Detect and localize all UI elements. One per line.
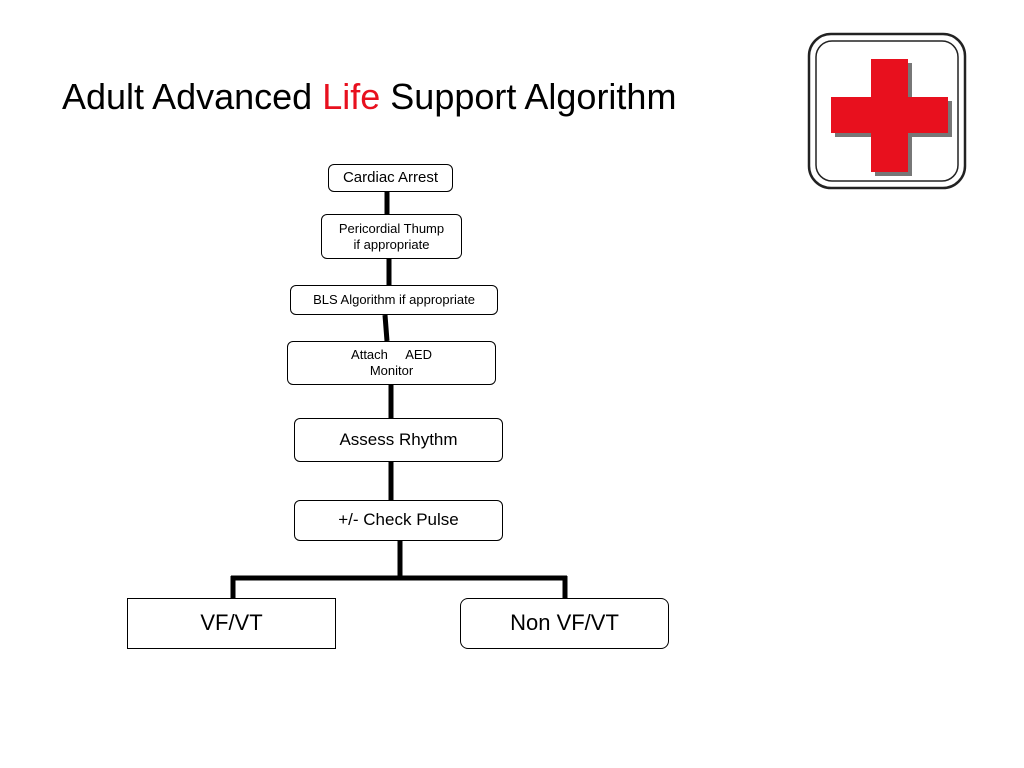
assess-rhythm-label: Assess Rhythm xyxy=(339,429,458,449)
slide-title: Adult Advanced Life Support Algorithm xyxy=(62,74,676,120)
non-vf-vt-label: Non VF/VT xyxy=(510,610,619,636)
attach-monitor-box: Attach AED Monitor xyxy=(287,341,496,385)
title-accent: Life xyxy=(322,76,381,117)
cardiac-arrest-label: Cardiac Arrest xyxy=(342,169,439,186)
assess-rhythm-box: Assess Rhythm xyxy=(294,418,503,462)
non-vf-vt-box: Non VF/VT xyxy=(460,598,669,649)
bls-algorithm-box: BLS Algorithm if appropriate xyxy=(290,285,498,315)
check-pulse-box: +/- Check Pulse xyxy=(294,500,503,541)
title-part1: Adult Advanced xyxy=(62,76,313,117)
bls-algorithm-label: BLS Algorithm if appropriate xyxy=(313,292,475,308)
pericordial-thump-label: Pericordial Thump if appropriate xyxy=(338,220,445,252)
attach-monitor-label: Attach AED Monitor xyxy=(351,347,432,378)
connector-bls-to-attach xyxy=(382,314,390,342)
pericordial-thump-box: Pericordial Thump if appropriate xyxy=(321,214,462,259)
vf-vt-box: VF/VT xyxy=(127,598,336,649)
red-cross-icon xyxy=(807,32,967,190)
vf-vt-label: VF/VT xyxy=(200,610,263,636)
check-pulse-label: +/- Check Pulse xyxy=(338,510,459,530)
title-part2: Support Algorithm xyxy=(390,76,677,117)
cardiac-arrest-box: Cardiac Arrest xyxy=(328,164,453,192)
